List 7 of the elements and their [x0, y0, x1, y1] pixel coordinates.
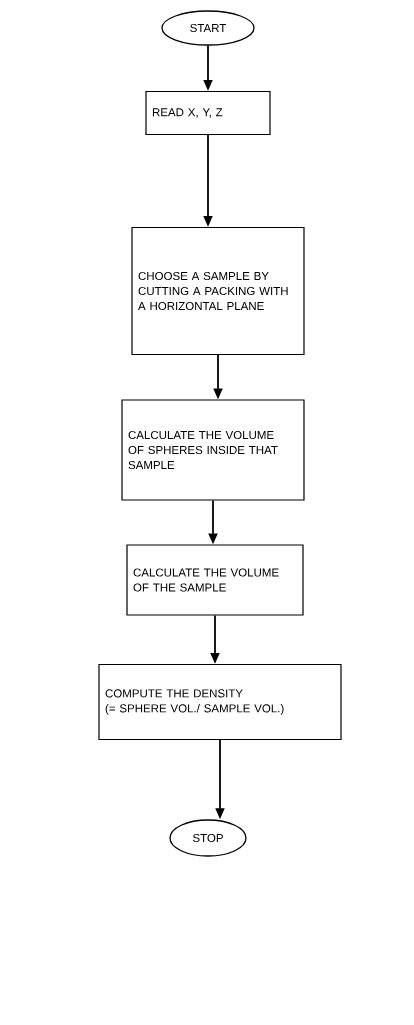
process-box: CALCULATE THE VOLUME OF SPHERES INSIDE THAT SAMPLE — [121, 399, 305, 501]
process-box: CHOOSE A SAMPLE BY CUTTING A PACKING WITH A HORIZONTAL PLANE — [131, 226, 305, 356]
process-box: READ X, Y, Z — [145, 90, 271, 136]
terminal-oval: START — [161, 10, 255, 46]
process-box: COMPUTE THE DENSITY (= SPHERE VOL./ SAMPLE VOL.) — [98, 663, 342, 741]
terminal-oval: STOP — [169, 819, 247, 857]
process-box: CALCULATE THE VOLUME OF THE SAMPLE — [126, 544, 304, 616]
